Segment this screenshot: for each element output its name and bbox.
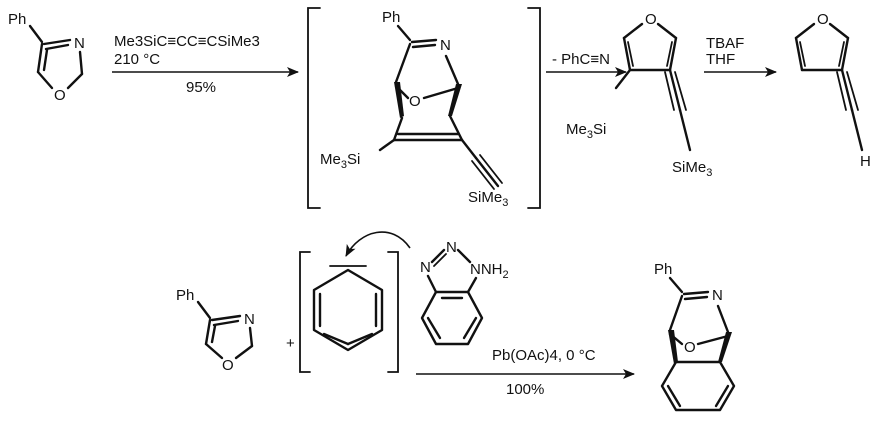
lead-acetate-reagent: Pb(OAc)4, 0 °C bbox=[492, 347, 596, 364]
oxygen-label: O bbox=[645, 11, 657, 28]
phenyloxazole-molecule: Ph N O bbox=[8, 11, 85, 104]
nitrogen-label: N bbox=[420, 259, 431, 276]
plus-sign: + bbox=[286, 335, 295, 352]
curved-arrow bbox=[345, 231, 411, 257]
reaction-arrow-4: Pb(OAc)4, 0 °C 100% bbox=[416, 347, 635, 398]
benzyne-intermediate bbox=[299, 251, 399, 373]
tbaf-label: TBAF bbox=[706, 35, 744, 52]
nitrogen-label: N bbox=[440, 37, 451, 54]
nitrogen-label: N bbox=[244, 311, 255, 328]
oxygen-label: O bbox=[222, 357, 234, 374]
substituted-furan-molecule: O Me3Si SiMe3 bbox=[566, 11, 712, 179]
trimethylsilyl-label: Me3Si bbox=[320, 151, 360, 171]
benzobicyclic-product: Ph N O bbox=[654, 261, 736, 412]
ethynylfuran-molecule: O H bbox=[794, 11, 871, 170]
oxygen-label: O bbox=[817, 11, 829, 28]
thf-label: THF bbox=[706, 51, 735, 68]
temperature-label: 210 °C bbox=[114, 51, 160, 68]
reaction-arrow-3: TBAF THF bbox=[704, 35, 777, 77]
phenyl-label: Ph bbox=[176, 287, 194, 304]
reaction-arrow-1: Me3SiC≡CC≡CSiMe3 210 °C 95% bbox=[112, 33, 299, 96]
nitrogen-label: N bbox=[712, 287, 723, 304]
yield-label: 95% bbox=[186, 79, 216, 96]
bicyclic-intermediate: Ph N O Me3Si SiMe3 bbox=[307, 7, 541, 209]
hydrogen-label: H bbox=[860, 153, 871, 170]
phenyloxazole-molecule-bottom: Ph N O bbox=[176, 287, 255, 374]
phenyl-label: Ph bbox=[382, 9, 400, 26]
reagent-diyne: Me3SiC≡CC≡CSiMe3 bbox=[114, 33, 260, 50]
yield-label: 100% bbox=[506, 381, 544, 398]
nitrogen-label: N bbox=[74, 35, 85, 52]
oxygen-bridge-label: O bbox=[684, 339, 696, 356]
trimethylsilyl-label: SiMe3 bbox=[468, 189, 508, 209]
benzonitrile-loss-label: - PhC≡N bbox=[552, 51, 610, 68]
trimethylsilyl-label: SiMe3 bbox=[672, 159, 712, 179]
aminobenzotriazole-molecule: N N NNH2 bbox=[420, 239, 509, 346]
oxygen-label: O bbox=[54, 87, 66, 104]
reaction-arrow-2: - PhC≡N bbox=[546, 51, 627, 77]
phenyl-label: Ph bbox=[654, 261, 672, 278]
nitrogen-label: N bbox=[446, 239, 457, 256]
amine-label: NNH2 bbox=[470, 261, 509, 281]
trimethylsilyl-label: Me3Si bbox=[566, 121, 606, 141]
phenyl-label: Ph bbox=[8, 11, 26, 28]
oxygen-bridge-label: O bbox=[409, 93, 421, 110]
